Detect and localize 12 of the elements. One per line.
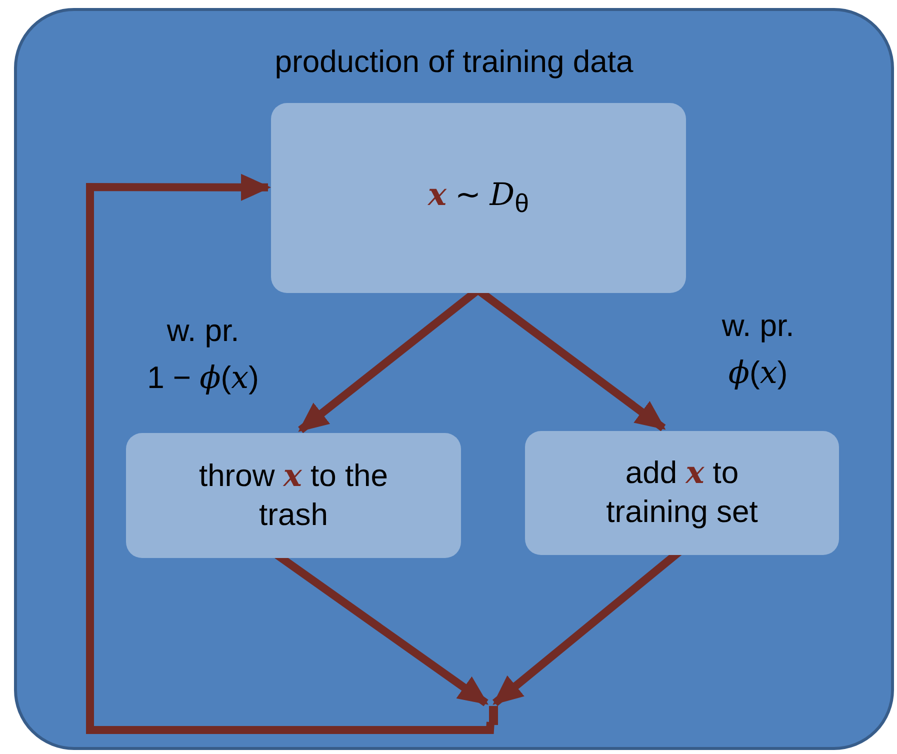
- edge-label: w. pr. ϕ(x): [720, 307, 796, 392]
- process-box: [271, 103, 686, 293]
- arrow: [86, 174, 494, 734]
- box-text: x ∼ D$_{θ}$: [428, 176, 529, 220]
- process-box: [525, 431, 839, 555]
- box-text: throw x to the trash: [198, 456, 390, 534]
- section-heading: production of training data: [274, 43, 634, 81]
- process-box: [126, 433, 461, 558]
- junction-bar: [489, 706, 498, 725]
- container-panel: [14, 8, 894, 750]
- box-text: add x to training set: [605, 454, 759, 531]
- edge-label: w. pr. 1 − ϕ(x): [146, 312, 260, 398]
